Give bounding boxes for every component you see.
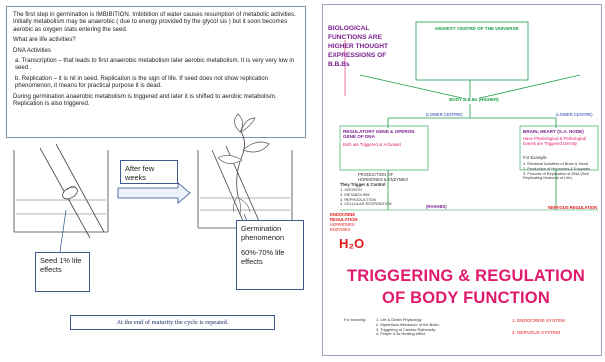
brain-heart-sub-label: Have Physiological & Pathological Events… (523, 136, 587, 146)
text-replication: b. Replication – it is nil in seed. Repl… (15, 74, 269, 90)
germination-percent: 60%-70% life effects (241, 248, 285, 266)
brain-list: 1. Electrical Activities of Brain & Hear… (523, 161, 595, 181)
endocrine-regulation-label: ENDOCRINE REGULATION (330, 212, 358, 222)
trigger-control-label: They Trigger & Control (340, 182, 386, 187)
knowing-label: For knowing : (344, 317, 368, 322)
poster-panel (322, 4, 602, 356)
brain-item: 1. Electrical Activities of Brain & Hear… (523, 161, 589, 166)
knowing-item: 1. Life & Death Physiology (376, 317, 422, 322)
rahabs-label: (RAHABS) (426, 204, 447, 209)
lower-centre-right: (LOWER CENTRE) (556, 112, 593, 117)
text-question: What are life activities? (13, 36, 76, 44)
nervous-system-label: 2. NERVOUS SYSTEM (512, 330, 560, 335)
germination-text-box: The first step in germination is IMBIBIT… (6, 6, 306, 138)
after-weeks-arrow (117, 182, 191, 204)
for-example-label: For Example (523, 155, 547, 160)
maturity-note: At the end of maturity the cycle is repe… (70, 315, 275, 330)
poster-main-title-line-2: OF BODY FUNCTION (382, 289, 550, 307)
nervous-regulation-label: NERVOUS REGULATION (548, 205, 598, 210)
germination-title: Germination phenomenon (241, 224, 285, 242)
knowing-item: 3. Triggering of Cardiac Rythmicity (376, 326, 436, 332)
hormones-enzymes-label: HORMONES ENZYMES (330, 222, 355, 232)
germination-illustration (13, 113, 293, 253)
trigger-list: 1. GROWTH 2. METABOLISM 3. REPRODUCTION … (340, 187, 400, 207)
brain-heart-label: BRAIN, HEART (S.A. NODE) (523, 129, 584, 134)
text-imbibition: The first step in germination is IMBIBIT… (13, 11, 296, 33)
seed-beaker-drawing (13, 143, 109, 253)
regulatory-gene-label: REGULATORY GENE & OPERON GENE OF DNA (343, 129, 415, 139)
seedling-beaker-drawing (197, 113, 293, 233)
knowing-list: 1. Life & Death Physiology 2. Mysterious… (376, 317, 476, 337)
trigger-item: 3. REPRODUCTION (340, 196, 376, 202)
poster-main-title-line-1: TRIGGERING & REGULATION (346, 267, 586, 285)
trigger-item: 4. CELLULAR RESPIRATION (340, 201, 392, 207)
production-label: PRODUCTION OF HORMONES & ENZYMES (358, 172, 409, 182)
text-transcription: a. Transcription – that leads to first a… (15, 57, 295, 72)
brain-item: 3. Process of Replication of DNA (Self R… (523, 170, 589, 181)
poster-title: BIOLOGICAL FUNCTIONS ARE HIGHER THOUGHT … (328, 25, 389, 68)
knowing-item: 2. Mysterious Behaviour of the Brain (376, 321, 439, 327)
regulatory-sub-label: Both are Triggered or Activated (343, 142, 401, 147)
brain-item: 2. Production of Hormones & Enzymes (523, 165, 591, 171)
lower-centre-left: (LOWER CENTRE) (426, 112, 463, 117)
trigger-item: 1. GROWTH (340, 187, 363, 192)
text-dna-activities: DNA Activities (13, 46, 51, 54)
trigger-item: 2. METABOLISM (340, 191, 370, 197)
body-bbs-label: BODY B.B.Bs (HIGHER) (449, 97, 499, 102)
endocrine-system-label: 1. ENDOCRINE SYSTEM (512, 318, 565, 323)
poster-main-title: TRIGGERING & REGULATION OF BODY FUNCTION (330, 265, 602, 309)
after-weeks-label: After few weeks (120, 160, 178, 184)
text-triggered: During germination anaerobic metabolism … (13, 92, 277, 108)
highest-centre-heading: HIGHEST CENTRE OF THE UNIVERSE (435, 26, 519, 31)
knowing-item: 4. Prayer & its Healing effect (376, 331, 426, 337)
h2o-label: H₂O (339, 236, 365, 251)
germination-label-box: Germination phenomenon 60%-70% life effe… (236, 220, 304, 290)
seed-label: Seed 1% life effects (35, 252, 90, 292)
